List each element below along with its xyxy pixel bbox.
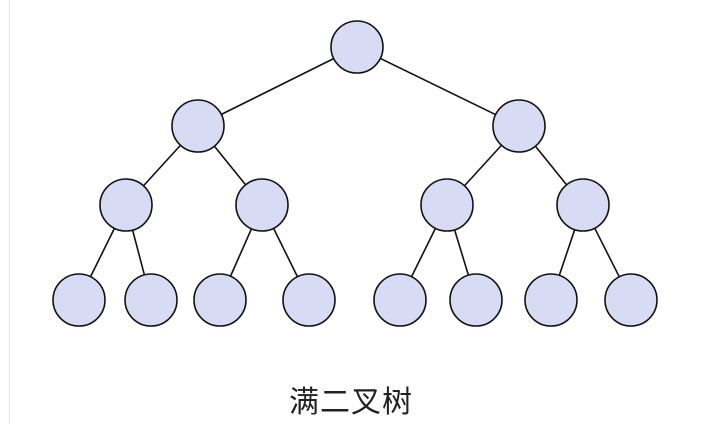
- tree-edge-n0-n2: [379, 57, 497, 116]
- left-border-rule: [9, 0, 10, 424]
- tree-node-n6: [556, 178, 610, 232]
- tree-node-n12: [449, 273, 503, 327]
- tree-edges: [89, 57, 621, 279]
- tree-node-n3: [99, 178, 153, 232]
- tree-node-n7: [52, 273, 106, 327]
- tree-edge-n5-n11: [410, 227, 437, 278]
- tree-edge-n1-n3: [142, 143, 182, 188]
- tree-edge-n2-n6: [534, 144, 568, 187]
- tree-edge-n4-n9: [229, 227, 253, 278]
- tree-nodes: [52, 20, 658, 327]
- tree-node-n11: [373, 273, 427, 327]
- tree-edge-n3-n7: [89, 227, 116, 278]
- tree-edge-n5-n12: [453, 228, 470, 277]
- tree-node-n8: [124, 273, 178, 327]
- tree-edge-n6-n13: [558, 228, 576, 277]
- tree-edge-n1-n4: [213, 144, 247, 187]
- tree-node-n2: [492, 99, 546, 153]
- tree-edge-n2-n5: [463, 143, 503, 188]
- tree-node-n1: [171, 99, 225, 153]
- tree-edge-n6-n14: [593, 226, 621, 279]
- tree-edge-n3-n8: [131, 228, 146, 277]
- tree-node-n0: [330, 20, 384, 74]
- tree-node-n5: [420, 178, 474, 232]
- tree-node-n4: [235, 178, 289, 232]
- full-binary-tree: [52, 20, 658, 327]
- tree-node-n13: [524, 273, 578, 327]
- diagram-caption: 满二叉树: [289, 385, 413, 420]
- tree-node-n14: [604, 273, 658, 327]
- tree-node-n10: [282, 273, 336, 327]
- tree-edge-n0-n1: [220, 57, 335, 116]
- tree-edge-n4-n10: [272, 227, 299, 278]
- tree-node-n9: [193, 273, 247, 327]
